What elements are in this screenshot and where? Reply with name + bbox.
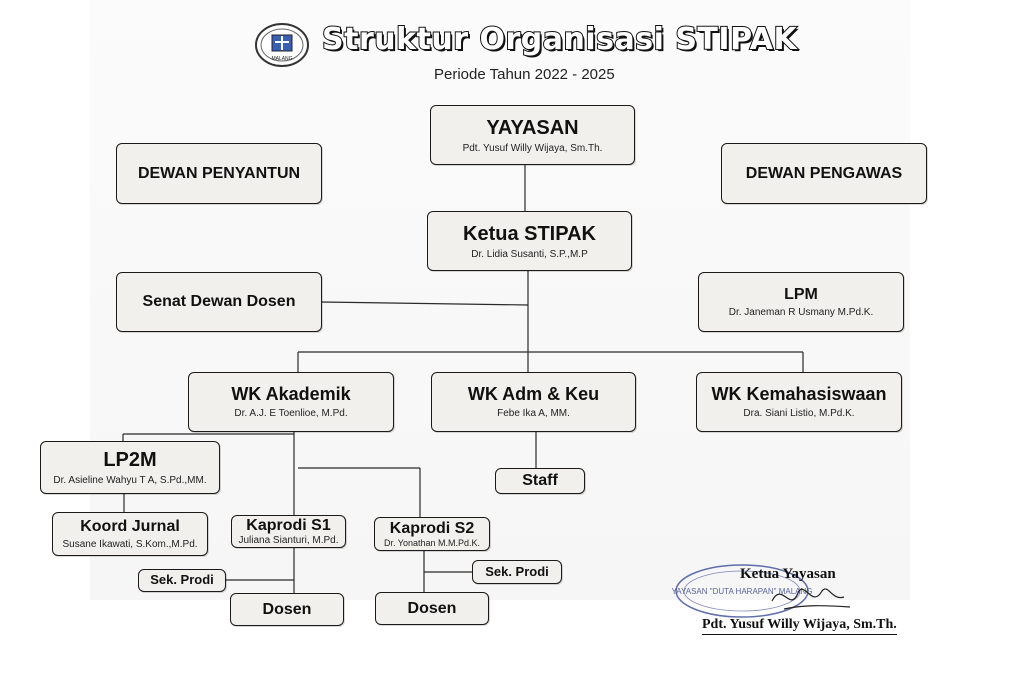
node-staff: Staff: [495, 468, 585, 494]
node-title: LP2M: [103, 449, 157, 471]
node-dewan-pengawas: DEWAN PENGAWAS: [721, 143, 927, 204]
svg-text:YAYASAN "DUTA HARAPAN" MALANG: YAYASAN "DUTA HARAPAN" MALANG: [672, 587, 812, 596]
page-title: Struktur Organisasi STIPAK: [321, 21, 798, 58]
institution-seal-icon: MALANG: [255, 23, 309, 67]
node-kaprodi-s1: Kaprodi S1 Juliana Sianturi, M.Pd.: [231, 515, 346, 548]
node-dosen-s1: Dosen: [230, 593, 344, 626]
node-sek-prodi-s2: Sek. Prodi: [472, 560, 562, 584]
node-wk-kemahasiswaan: WK Kemahasiswaan Dra. Siani Listio, M.Pd…: [696, 372, 902, 432]
node-kaprodi-s2: Kaprodi S2 Dr. Yonathan M.M.Pd.K.: [374, 517, 490, 551]
node-person: Susane Ikawati, S.Kom.,M.Pd.: [62, 539, 198, 551]
node-title: Sek. Prodi: [150, 572, 214, 588]
node-wk-akademik: WK Akademik Dr. A.J. E Toenlioe, M.Pd.: [188, 372, 394, 432]
node-title: WK Akademik: [231, 383, 351, 404]
node-dosen-s2: Dosen: [375, 592, 489, 625]
node-koord-jurnal: Koord Jurnal Susane Ikawati, S.Kom.,M.Pd…: [52, 512, 208, 556]
period-subtitle: Periode Tahun 2022 - 2025: [434, 66, 615, 83]
node-title: Staff: [522, 472, 558, 490]
node-ketua-stipak: Ketua STIPAK Dr. Lidia Susanti, S.P.,M.P: [427, 211, 632, 271]
node-person: Dr. Yonathan M.M.Pd.K.: [383, 538, 481, 549]
node-person: Febe Ika A, MM.: [497, 408, 570, 420]
node-title: Kaprodi S2: [389, 519, 475, 537]
node-lp2m: LP2M Dr. Asieline Wahyu T A, S.Pd.,MM.: [40, 441, 220, 494]
foundation-stamp-icon: YAYASAN "DUTA HARAPAN" MALANG: [672, 564, 851, 618]
node-title: WK Adm & Keu: [467, 383, 600, 404]
node-person: Pdt. Yusuf Willy Wijaya, Sm.Th.: [462, 142, 603, 154]
node-dewan-penyantun: DEWAN PENYANTUN: [116, 143, 322, 204]
node-yayasan: YAYASAN Pdt. Yusuf Willy Wijaya, Sm.Th.: [430, 105, 635, 165]
node-title: DEWAN PENGAWAS: [745, 164, 903, 182]
node-person: Juliana Sianturi, M.Pd.: [238, 535, 339, 547]
node-wk-adm-keu: WK Adm & Keu Febe Ika A, MM.: [431, 372, 636, 432]
node-senat-dewan-dosen: Senat Dewan Dosen: [116, 272, 322, 332]
node-person: Dr. A.J. E Toenlioe, M.Pd.: [234, 408, 348, 420]
node-title: Ketua STIPAK: [463, 222, 596, 245]
node-person: Dr. Lidia Susanti, S.P.,M.P: [471, 248, 588, 260]
node-title: Koord Jurnal: [80, 517, 180, 535]
node-sek-prodi-s1: Sek. Prodi: [138, 569, 226, 592]
signature-role: Ketua Yayasan: [740, 566, 836, 582]
node-lpm: LPM Dr. Janeman R Usmany M.Pd.K.: [698, 272, 904, 332]
node-person: Dr. Janeman R Usmany M.Pd.K.: [728, 307, 874, 319]
signature-name: Pdt. Yusuf Willy Wijaya, Sm.Th.: [702, 617, 897, 635]
node-title: Dosen: [262, 600, 312, 618]
node-title: YAYASAN: [486, 116, 579, 139]
node-title: Dosen: [407, 599, 457, 617]
node-person: Dra. Siani Listio, M.Pd.K.: [743, 408, 855, 420]
node-title: WK Kemahasiswaan: [711, 383, 887, 404]
node-person: Dr. Asieline Wahyu T A, S.Pd.,MM.: [53, 475, 207, 486]
node-title: DEWAN PENYANTUN: [137, 164, 301, 182]
node-title: Senat Dewan Dosen: [142, 293, 296, 311]
node-title: Kaprodi S1: [246, 516, 331, 534]
svg-text:MALANG: MALANG: [271, 56, 292, 62]
node-title: Sek. Prodi: [485, 563, 549, 579]
node-title: LPM: [784, 285, 818, 303]
